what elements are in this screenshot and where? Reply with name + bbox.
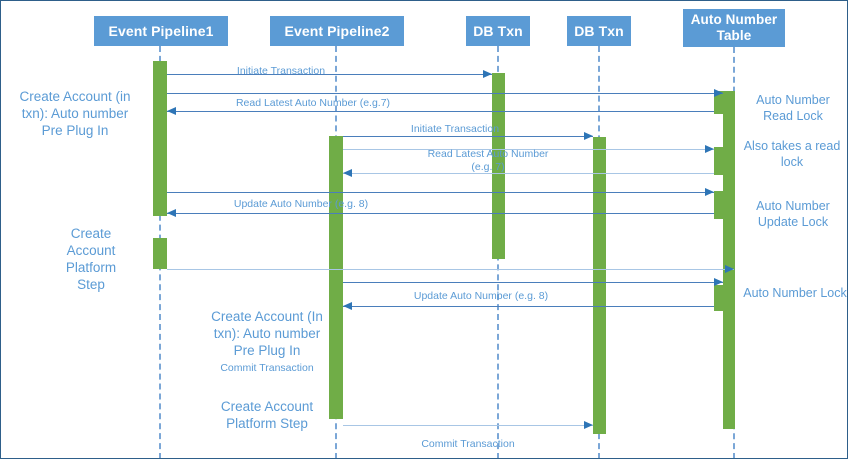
msg-ep1-read-to-table-arrowhead <box>714 89 723 97</box>
note-also-takes-a-read-lock: Also takes a read lock <box>743 139 841 169</box>
msg-commit-transaction-bottom <box>343 425 593 426</box>
participant-ant[interactable]: Auto Number Table <box>683 9 785 47</box>
note-create-account-pre-plug-in-1: Create Account (in txn): Auto number Pre… <box>19 89 131 138</box>
note-create-account-platform-step-2: Create Account Platform Step <box>220 399 314 431</box>
msg-ep2-read-to-table-arrowhead <box>705 145 714 153</box>
msg-initiate-transaction-1-arrowhead <box>483 70 492 78</box>
msg-ep1-platform-step-to-table-arrowhead <box>725 265 734 273</box>
msg-update-auto-number-1 <box>167 213 714 214</box>
msg-commit-transaction-bottom-label: Commit Transaction <box>421 438 515 450</box>
msg-ep1-read-to-table <box>167 93 723 94</box>
msg-ep1-platform-step-to-table <box>167 269 734 270</box>
auto-number-second-read-lock-bar <box>714 147 726 175</box>
note-commit-transaction-inner: Commit Transaction <box>220 362 314 374</box>
msg-commit-transaction-bottom-arrowhead <box>584 421 593 429</box>
msg-read-latest-auto-number-2 <box>343 173 714 174</box>
ep2-activation-1 <box>329 136 343 419</box>
note-create-account-pre-plug-in-2: Create Account (In txn): Auto number Pre… <box>211 309 323 358</box>
msg-initiate-transaction-1-label: Initiate Transaction <box>236 65 326 77</box>
participant-label: Auto Number Table <box>690 12 778 43</box>
auto-number-table-activation-lower <box>723 282 735 429</box>
participant-label: Event Pipeline1 <box>108 22 214 39</box>
msg-ep1-update-to-table-arrowhead <box>705 188 714 196</box>
auto-number-update-lock-bar <box>714 191 726 219</box>
auto-number-lock-bar <box>714 285 726 311</box>
msg-read-latest-auto-number-2-arrowhead <box>343 169 352 177</box>
participant-db2[interactable]: DB Txn <box>567 16 631 46</box>
msg-initiate-transaction-1 <box>167 74 492 75</box>
participant-db1[interactable]: DB Txn <box>466 16 530 46</box>
note-auto-number-update-lock: Auto Number Update Lock <box>756 199 830 229</box>
msg-update-auto-number-2 <box>343 306 714 307</box>
participant-label: Event Pipeline2 <box>284 22 390 39</box>
note-auto-number-read-lock: Auto Number Read Lock <box>756 93 830 123</box>
note-auto-number-lock: Auto Number Lock <box>743 286 847 300</box>
ep1-activation-1 <box>153 61 167 216</box>
participant-ep2[interactable]: Event Pipeline2 <box>270 16 404 46</box>
msg-ep2-read-to-table <box>343 149 714 150</box>
note-create-account-platform-step-1: Create Account Platform Step <box>65 226 117 292</box>
msg-initiate-transaction-2-arrowhead <box>584 132 593 140</box>
participant-label: DB Txn <box>473 22 523 39</box>
participant-label: DB Txn <box>574 22 624 39</box>
msg-read-latest-auto-number-2-label: Read Latest Auto Number (e.g. 7) <box>427 148 549 173</box>
msg-read-latest-auto-number-1 <box>167 111 714 112</box>
msg-initiate-transaction-2 <box>343 136 593 137</box>
msg-ep2-lock-to-table-arrowhead <box>714 278 723 286</box>
msg-read-latest-auto-number-1-label: Read Latest Auto Number (e.g.7) <box>235 97 391 109</box>
msg-update-auto-number-1-arrowhead <box>167 209 176 217</box>
db-txn2-activation <box>593 137 606 434</box>
msg-ep1-update-to-table <box>167 192 714 193</box>
msg-initiate-transaction-2-label: Initiate Transaction <box>410 123 500 135</box>
db-txn1-activation <box>492 73 505 259</box>
participant-ep1[interactable]: Event Pipeline1 <box>94 16 228 46</box>
msg-update-auto-number-1-label: Update Auto Number (e.g. 8) <box>233 198 369 210</box>
auto-number-table-activation-main <box>723 91 735 287</box>
msg-update-auto-number-2-arrowhead <box>343 302 352 310</box>
msg-ep2-lock-to-table <box>343 282 723 283</box>
msg-read-latest-auto-number-1-arrowhead <box>167 107 176 115</box>
msg-update-auto-number-2-label: Update Auto Number (e.g. 8) <box>413 290 549 302</box>
ep1-activation-2 <box>153 238 167 269</box>
